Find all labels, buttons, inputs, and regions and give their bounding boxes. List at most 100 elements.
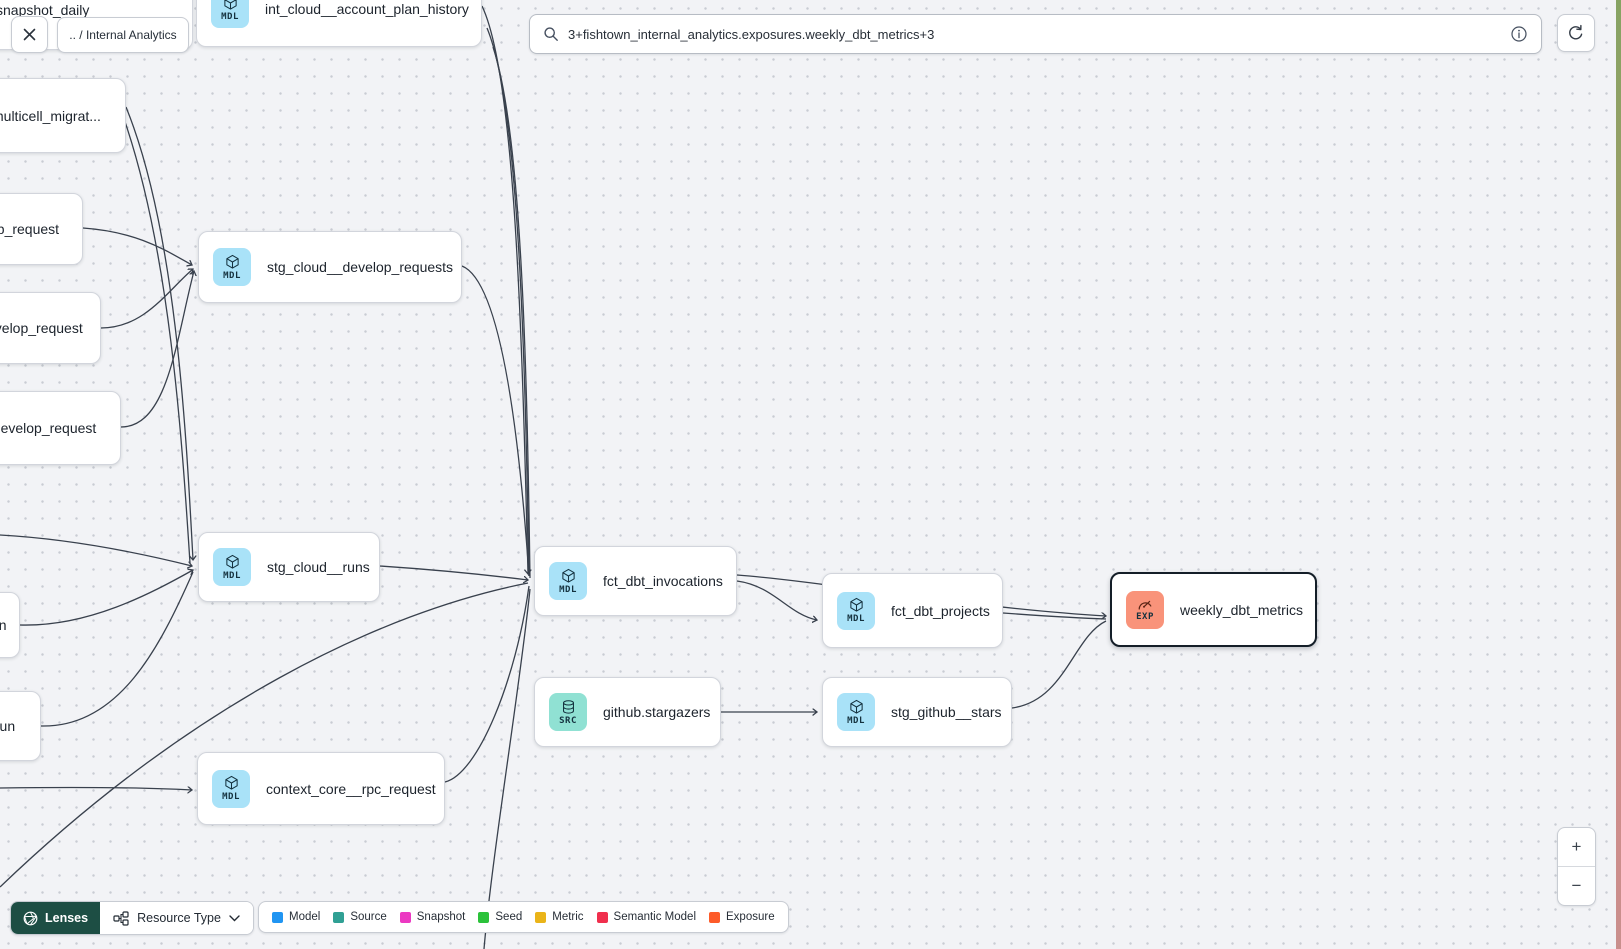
source-icon	[562, 699, 574, 714]
model-icon	[223, 0, 237, 10]
resource-type-button[interactable]: Resource Type	[100, 902, 253, 934]
badge-label: MDL	[223, 270, 241, 281]
legend-swatch	[333, 911, 345, 923]
node-context-core-rpc-request[interactable]: MDL context_core__rpc_request	[197, 752, 445, 825]
legend-label: Seed	[495, 911, 523, 923]
lineage-edge	[122, 115, 191, 564]
node-label: snapshot_daily	[0, 2, 90, 18]
legend-item-source: Source	[333, 911, 387, 923]
lenses-bar: Lenses Resource Type	[10, 901, 254, 935]
node-run-node[interactable]: .run	[0, 691, 41, 761]
node-label: weekly_dbt_metrics	[1180, 601, 1303, 618]
lineage-edge	[461, 265, 530, 577]
node-label: stg_github__stars	[891, 704, 1002, 720]
legend-label: Snapshot	[416, 911, 466, 923]
node-label: context_core__rpc_request	[266, 780, 436, 797]
breadcrumb-label: .. / Internal Analytics	[69, 28, 177, 42]
zoom-in-button[interactable]: +	[1558, 828, 1595, 866]
search-input[interactable]	[568, 26, 1501, 42]
legend-item-exposure: Exposure	[709, 911, 775, 923]
node-develop-request[interactable]: _develop_request	[0, 391, 121, 465]
node-label: un	[0, 617, 7, 633]
node-label: stg_cloud__runs	[267, 559, 370, 575]
lineage-edge	[481, 5, 528, 574]
badge-label: MDL	[222, 792, 240, 802]
search-icon	[544, 27, 558, 41]
node-weekly-dbt-metrics[interactable]: EXP weekly_dbt_metrics	[1110, 572, 1317, 647]
badge-label: MDL	[847, 715, 865, 726]
node-label: evelop_request	[0, 320, 83, 336]
lineage-edge	[483, 588, 531, 949]
model-badge: MDL	[211, 0, 249, 28]
lineage-edge	[736, 580, 817, 620]
legend-item-semantic-model: Semantic Model	[596, 911, 697, 923]
node-int-cloud-account-plan-history[interactable]: MDL int_cloud__account_plan_history	[196, 0, 482, 47]
node-label: multicell_migrat...	[0, 107, 101, 124]
lineage-edge	[0, 582, 529, 888]
lineage-edge	[82, 227, 192, 265]
badge-label: EXP	[1136, 611, 1154, 622]
refresh-icon	[1569, 24, 1583, 40]
badge-label: MDL	[559, 584, 577, 595]
badge-label: MDL	[221, 12, 239, 22]
model-icon	[225, 254, 239, 269]
node-n-node[interactable]: un	[0, 592, 20, 658]
node-label: op_request	[0, 221, 60, 237]
node-multicell-migration[interactable]: multicell_migrat...	[0, 78, 126, 153]
model-badge: MDL	[212, 769, 250, 808]
breadcrumb[interactable]: .. / Internal Analytics	[57, 17, 189, 53]
resource-type-label: Resource Type	[137, 911, 221, 925]
desktop-wallpaper-sliver	[1616, 0, 1621, 949]
lineage-edge	[40, 571, 194, 727]
zoom-in-label: +	[1571, 837, 1582, 856]
lineage-edge	[19, 570, 193, 626]
lineage-edge	[1002, 612, 1107, 620]
zoom-out-button[interactable]: −	[1558, 866, 1595, 905]
badge-label: MDL	[847, 614, 865, 624]
node-stg-cloud-runs[interactable]: MDL stg_cloud__runs	[198, 532, 380, 602]
legend-swatch	[399, 911, 411, 923]
legend-item-metric: Metric	[535, 911, 584, 923]
legend-swatch	[272, 911, 283, 923]
lineage-edge	[379, 565, 528, 580]
model-badge: MDL	[213, 248, 251, 286]
chevron-down-icon	[229, 914, 240, 921]
close-icon	[23, 28, 36, 41]
node-stg-cloud-develop-requests[interactable]: MDL stg_cloud__develop_requests	[198, 231, 462, 303]
info-icon[interactable]	[1510, 25, 1528, 43]
lineage-edge	[444, 585, 530, 783]
close-button[interactable]	[11, 16, 48, 53]
lenses-label: Lenses	[45, 911, 89, 925]
node-stg-github-stars[interactable]: MDL stg_github__stars	[822, 677, 1012, 747]
legend-swatch	[535, 911, 547, 923]
legend-label: Semantic Model	[613, 911, 697, 923]
legend-swatch	[709, 911, 721, 923]
model-badge: MDL	[213, 548, 251, 586]
lineage-edge	[125, 106, 193, 560]
node-label: .run	[0, 718, 16, 734]
badge-label: MDL	[223, 570, 241, 581]
badge-label: SRC	[559, 715, 577, 726]
node-op-request[interactable]: op_request	[0, 193, 83, 265]
model-icon	[561, 568, 575, 583]
model-icon	[225, 554, 239, 569]
model-badge: MDL	[549, 562, 587, 600]
node-fct-dbt-projects[interactable]: MDL fct_dbt_projects	[822, 573, 1003, 648]
refresh-button[interactable]	[1557, 14, 1595, 52]
lenses-button[interactable]: Lenses	[11, 902, 101, 934]
legend-item-model: Model	[272, 911, 320, 923]
search-bar[interactable]	[529, 14, 1542, 54]
node-label: int_cloud__account_plan_history	[265, 0, 469, 17]
legend-item-seed: Seed	[478, 911, 522, 923]
lenses-icon	[23, 911, 38, 925]
legend-label: Exposure	[726, 911, 775, 923]
exposure-icon	[1138, 600, 1152, 610]
node-velop-request[interactable]: evelop_request	[0, 292, 101, 364]
resource-type-icon	[113, 910, 129, 926]
node-label: fct_dbt_projects	[891, 602, 990, 619]
model-icon	[224, 775, 238, 790]
node-label: stg_cloud__develop_requests	[267, 259, 454, 275]
lineage-edge	[492, 46, 531, 579]
